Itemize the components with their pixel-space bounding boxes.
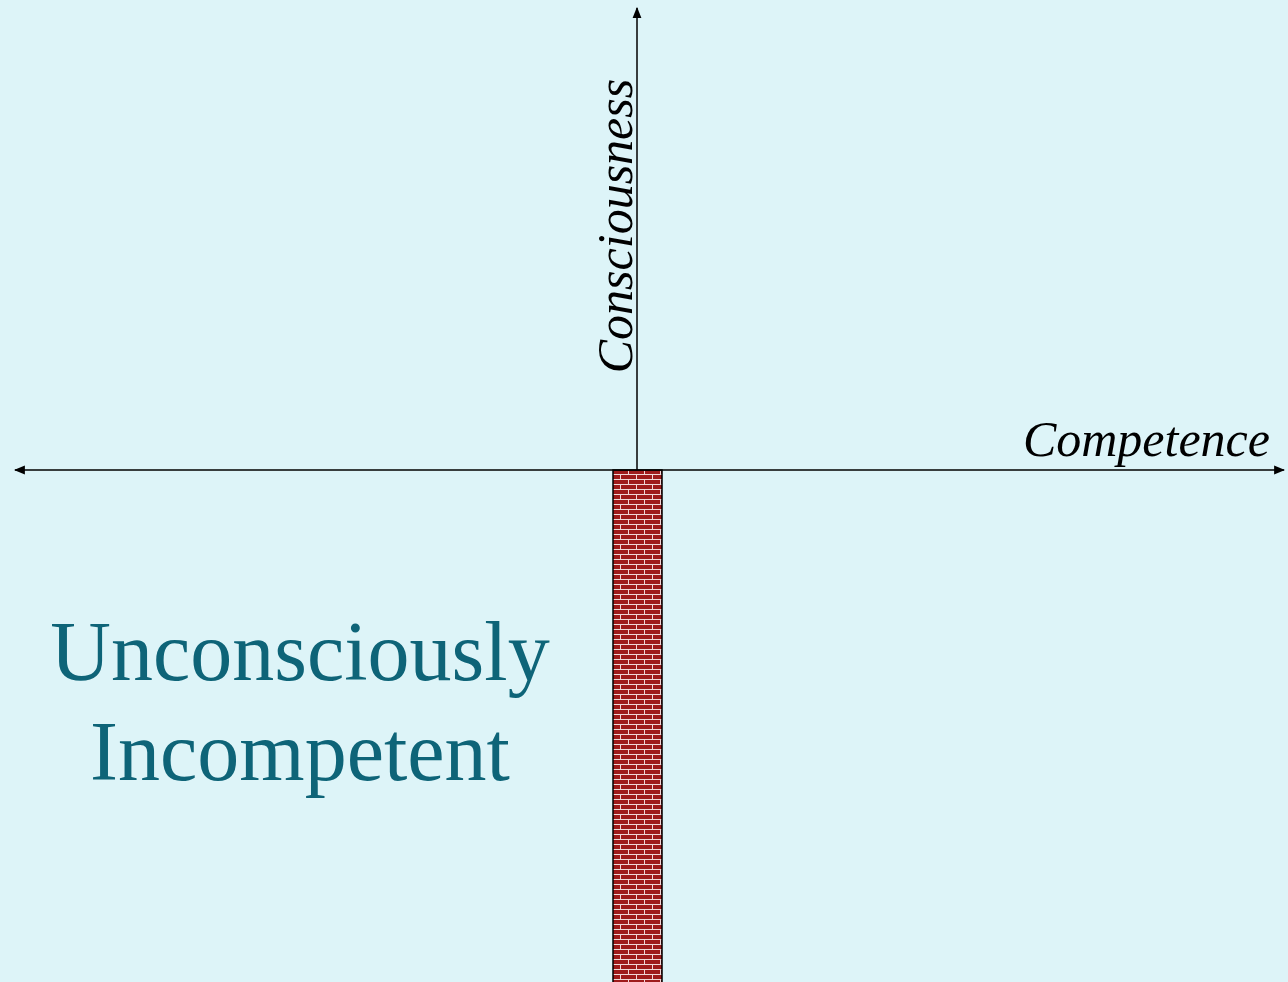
axis-label: Competence [1023, 414, 1270, 464]
axis-label: Consciousness [590, 79, 640, 373]
brick-wall [613, 470, 662, 982]
quadrant-label: Unconsciously Incompetent [20, 602, 580, 802]
competence-axis [15, 469, 1284, 471]
